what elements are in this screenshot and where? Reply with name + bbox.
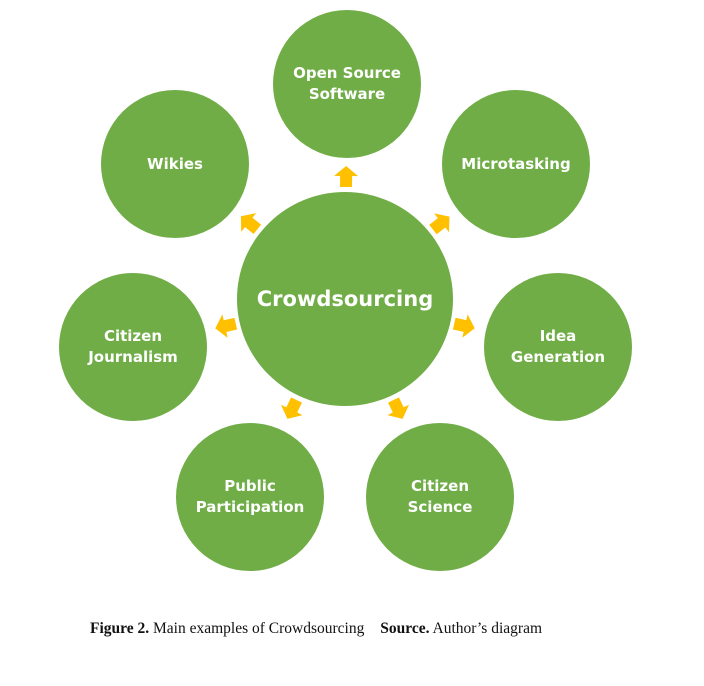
caption-source-text: Author’s diagram (432, 620, 542, 637)
node-open-source-software: Open Source Software (273, 10, 421, 158)
node-crowdsourcing: Crowdsourcing (237, 192, 453, 406)
caption-source-label: Source. (380, 620, 430, 637)
arrow-to-citizen-science (387, 397, 410, 419)
arrow-to-microtasking (429, 213, 450, 235)
arrow-to-wikies (240, 213, 262, 235)
arrow-to-public-participation (280, 397, 303, 419)
arrow-to-citizen-journalism (215, 314, 238, 338)
node-public-participation: Public Participation (176, 423, 324, 571)
node-citizen-journalism: Citizen Journalism (59, 273, 207, 421)
figure-caption: Figure 2. Main examples of Crowdsourcing… (90, 620, 542, 638)
node-citizen-science: Citizen Science (366, 423, 514, 571)
caption-label: Figure 2. (90, 620, 150, 637)
node-idea-generation: Idea Generation (484, 273, 632, 421)
node-wikies: Wikies (101, 90, 249, 238)
arrow-to-open-source-software (334, 166, 359, 188)
arrow-to-idea-generation (452, 314, 475, 338)
node-microtasking: Microtasking (442, 90, 590, 238)
caption-text: Main examples of Crowdsourcing (153, 620, 365, 637)
